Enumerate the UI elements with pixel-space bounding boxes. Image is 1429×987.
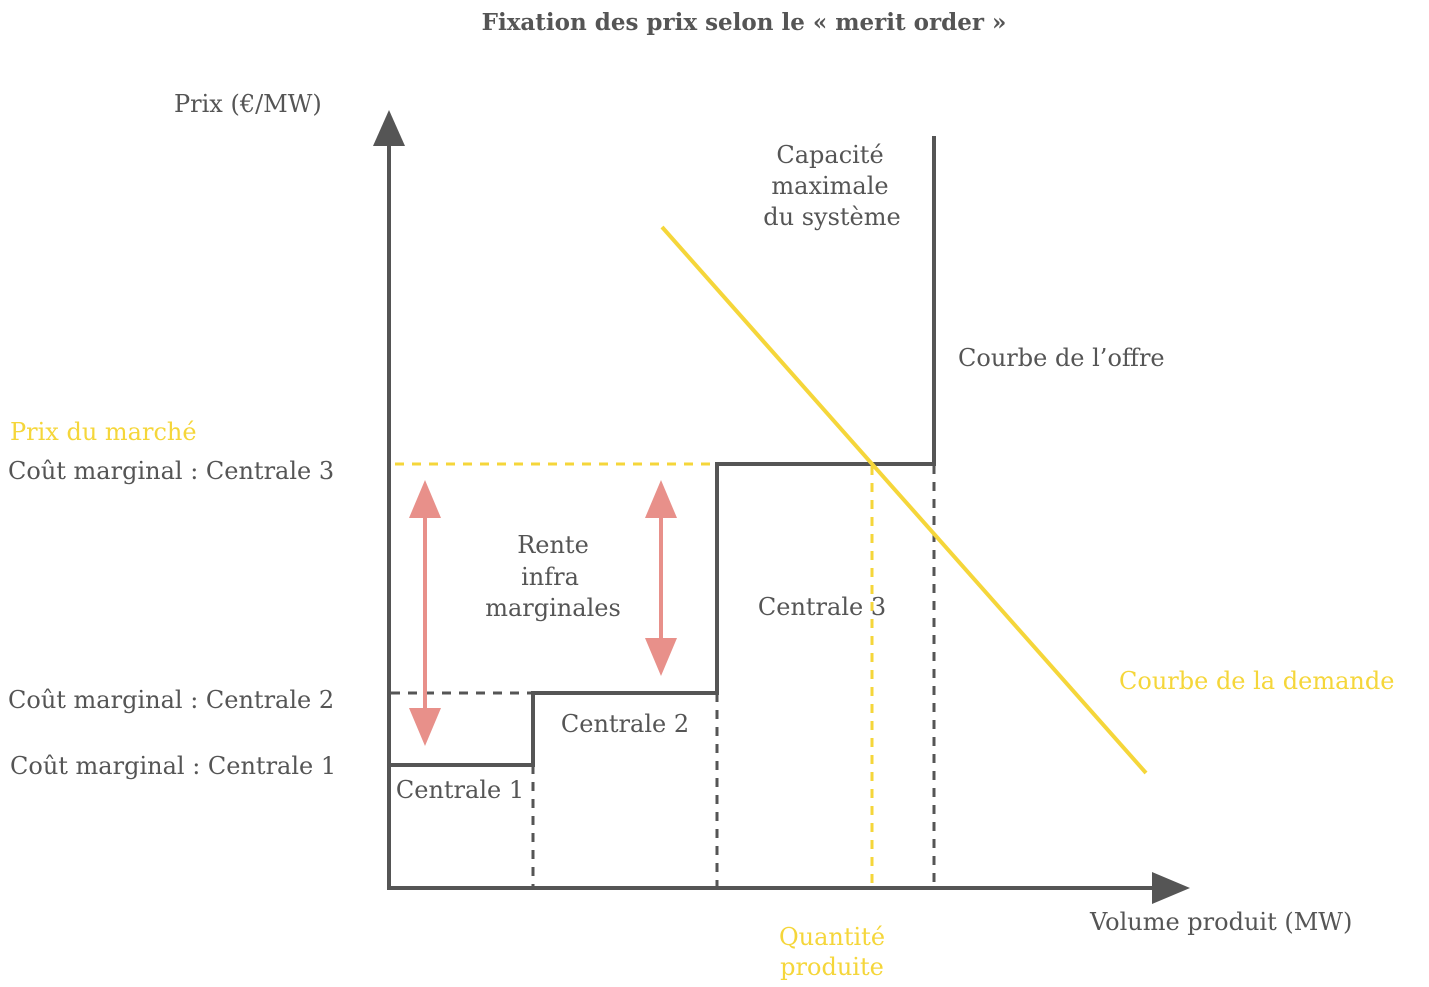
supply-curve: [391, 136, 936, 767]
capacity-label-line-1: Capacité: [776, 141, 883, 169]
capacity-label-line-3: du système: [763, 203, 900, 231]
x-axis-arrowhead: [1152, 872, 1190, 904]
centrale-2-label: Centrale 2: [561, 710, 689, 738]
y-axis-arrowhead: [373, 110, 405, 146]
y-axis: [373, 110, 405, 888]
rente-arrow-right-bottom-head: [645, 638, 677, 676]
cost-2-label: Coût marginal : Centrale 2: [8, 686, 334, 714]
centrale-3-label: Centrale 3: [758, 593, 886, 621]
demand-curve-label: Courbe de la demande: [1119, 667, 1394, 695]
market-price-label: Prix du marché: [10, 418, 197, 446]
rente-label-line-2: infra: [521, 563, 579, 591]
rente-arrow-left-top-head: [409, 480, 441, 518]
y-axis-label: Prix (€/MW): [174, 90, 322, 118]
chart-title: Fixation des prix selon le « merit order…: [482, 9, 1007, 36]
rente-arrow-right-top-head: [645, 480, 677, 518]
capacity-label-line-2: maximale: [771, 172, 888, 200]
x-axis: [387, 872, 1190, 904]
quantity-label-line-2: produite: [780, 953, 884, 981]
rente-label-line-3: marginales: [485, 594, 621, 622]
cost-1-label: Coût marginal : Centrale 1: [10, 752, 336, 780]
demand-curve: [660, 225, 1148, 775]
cost-3-label: Coût marginal : Centrale 3: [8, 457, 334, 485]
rente-label-line-1: Rente: [517, 531, 589, 559]
centrale-1-label: Centrale 1: [396, 776, 524, 804]
rente-arrow-left-bottom-head: [409, 708, 441, 746]
x-axis-label: Volume produit (MW): [1089, 908, 1352, 936]
quantity-label-line-1: Quantité: [779, 923, 885, 951]
supply-curve-label: Courbe de l’offre: [958, 344, 1165, 372]
